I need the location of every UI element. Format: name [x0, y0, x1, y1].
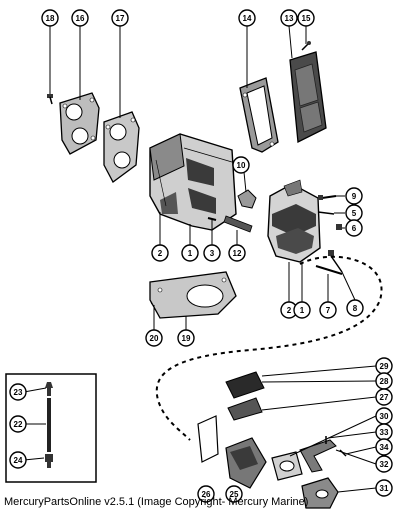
callout-26: 26 [197, 485, 215, 503]
leader-lines [23, 25, 377, 493]
part-float-bowl [267, 179, 321, 263]
svg-text:33: 33 [380, 428, 389, 437]
svg-text:30: 30 [380, 412, 389, 421]
callout-29: 29 [375, 357, 393, 375]
part-gasket-19 [149, 271, 237, 319]
svg-text:22: 22 [14, 420, 23, 429]
callout-18: 18 [41, 9, 59, 27]
callout-14: 14 [238, 9, 256, 27]
svg-text:14: 14 [243, 14, 252, 23]
part-gasket-16 [59, 92, 100, 155]
svg-text:6: 6 [352, 224, 357, 233]
callout-1-upper: 1 [181, 244, 199, 262]
svg-text:28: 28 [380, 377, 389, 386]
callout-3: 3 [203, 244, 221, 262]
svg-text:1: 1 [300, 306, 305, 315]
callout-30: 30 [375, 407, 393, 425]
callout-34: 34 [375, 438, 393, 456]
svg-text:16: 16 [76, 14, 85, 23]
svg-text:23: 23 [14, 388, 23, 397]
callout-22: 22 [9, 415, 27, 433]
svg-text:2: 2 [158, 249, 163, 258]
svg-text:24: 24 [14, 456, 23, 465]
callout-8: 8 [346, 299, 364, 317]
svg-text:32: 32 [380, 460, 389, 469]
svg-text:19: 19 [182, 334, 191, 343]
part-lever-32 [299, 439, 337, 473]
callout-28: 28 [375, 372, 393, 390]
part-screw-18 [47, 94, 53, 105]
part-screw-5 [317, 211, 335, 215]
callout-12: 12 [228, 244, 246, 262]
part-screw-15 [301, 41, 311, 51]
part-screw-9 [318, 195, 337, 200]
part-reed-plate-13 [289, 51, 327, 144]
svg-text:10: 10 [237, 161, 246, 170]
part-gasket-14 [239, 77, 279, 153]
part-screw-34 [339, 449, 347, 457]
svg-text:31: 31 [380, 484, 389, 493]
callout-24: 24 [9, 451, 27, 469]
svg-text:12: 12 [233, 249, 242, 258]
svg-text:20: 20 [150, 334, 159, 343]
part-gasket-26 [197, 415, 219, 463]
svg-text:3: 3 [210, 249, 215, 258]
svg-text:8: 8 [353, 304, 358, 313]
callout-9: 9 [345, 187, 363, 205]
part-bracket-31 [301, 477, 339, 509]
svg-text:2: 2 [287, 306, 292, 315]
part-screw-7 [315, 265, 343, 275]
svg-text:13: 13 [285, 14, 294, 23]
svg-text:1: 1 [188, 249, 193, 258]
callout-10: 10 [232, 156, 250, 174]
svg-text:25: 25 [230, 490, 239, 499]
callout-5: 5 [345, 204, 363, 222]
svg-text:34: 34 [380, 443, 389, 452]
callout-15: 15 [297, 9, 315, 27]
fuel-line-dashed [155, 255, 383, 441]
callout-markers: 18 16 17 14 13 15 10 9 5 6 2 1 3 12 2 1 … [9, 9, 393, 503]
callout-2-upper: 2 [151, 244, 169, 262]
svg-text:18: 18 [46, 14, 55, 23]
callout-20: 20 [145, 329, 163, 347]
svg-text:27: 27 [380, 393, 389, 402]
callout-27: 27 [375, 388, 393, 406]
part-hose-22 [47, 398, 51, 452]
part-link-10 [237, 189, 257, 209]
svg-text:7: 7 [326, 306, 331, 315]
svg-text:26: 26 [202, 490, 211, 499]
part-gasket-30 [271, 451, 303, 481]
part-gasket-17 [103, 111, 140, 183]
svg-text:5: 5 [352, 209, 357, 218]
svg-text:9: 9 [352, 192, 357, 201]
svg-text:17: 17 [116, 14, 125, 23]
inset-box [5, 373, 97, 483]
callout-16: 16 [71, 9, 89, 27]
callout-33: 33 [375, 423, 393, 441]
part-spring-12 [223, 215, 253, 233]
callout-6: 6 [345, 219, 363, 237]
callout-19: 19 [177, 329, 195, 347]
part-fitting-24 [45, 454, 53, 468]
callout-23: 23 [9, 383, 27, 401]
callout-1-lower: 1 [293, 301, 311, 319]
copyright-caption: MercuryPartsOnline v2.5.1 (Image Copyrig… [4, 496, 309, 508]
svg-text:15: 15 [302, 14, 311, 23]
part-screw-8 [328, 250, 343, 273]
part-pin-3 [207, 217, 217, 221]
callout-17: 17 [111, 9, 129, 27]
callout-13: 13 [280, 9, 298, 27]
part-nut-6 [336, 224, 342, 230]
callout-25: 25 [225, 485, 243, 503]
callout-31: 31 [375, 479, 393, 497]
callout-7: 7 [319, 301, 337, 319]
part-carburetor-body [149, 133, 237, 231]
svg-text:29: 29 [380, 362, 389, 371]
part-reed-block [225, 371, 267, 489]
callout-32: 32 [375, 455, 393, 473]
part-fitting-23 [45, 382, 53, 396]
